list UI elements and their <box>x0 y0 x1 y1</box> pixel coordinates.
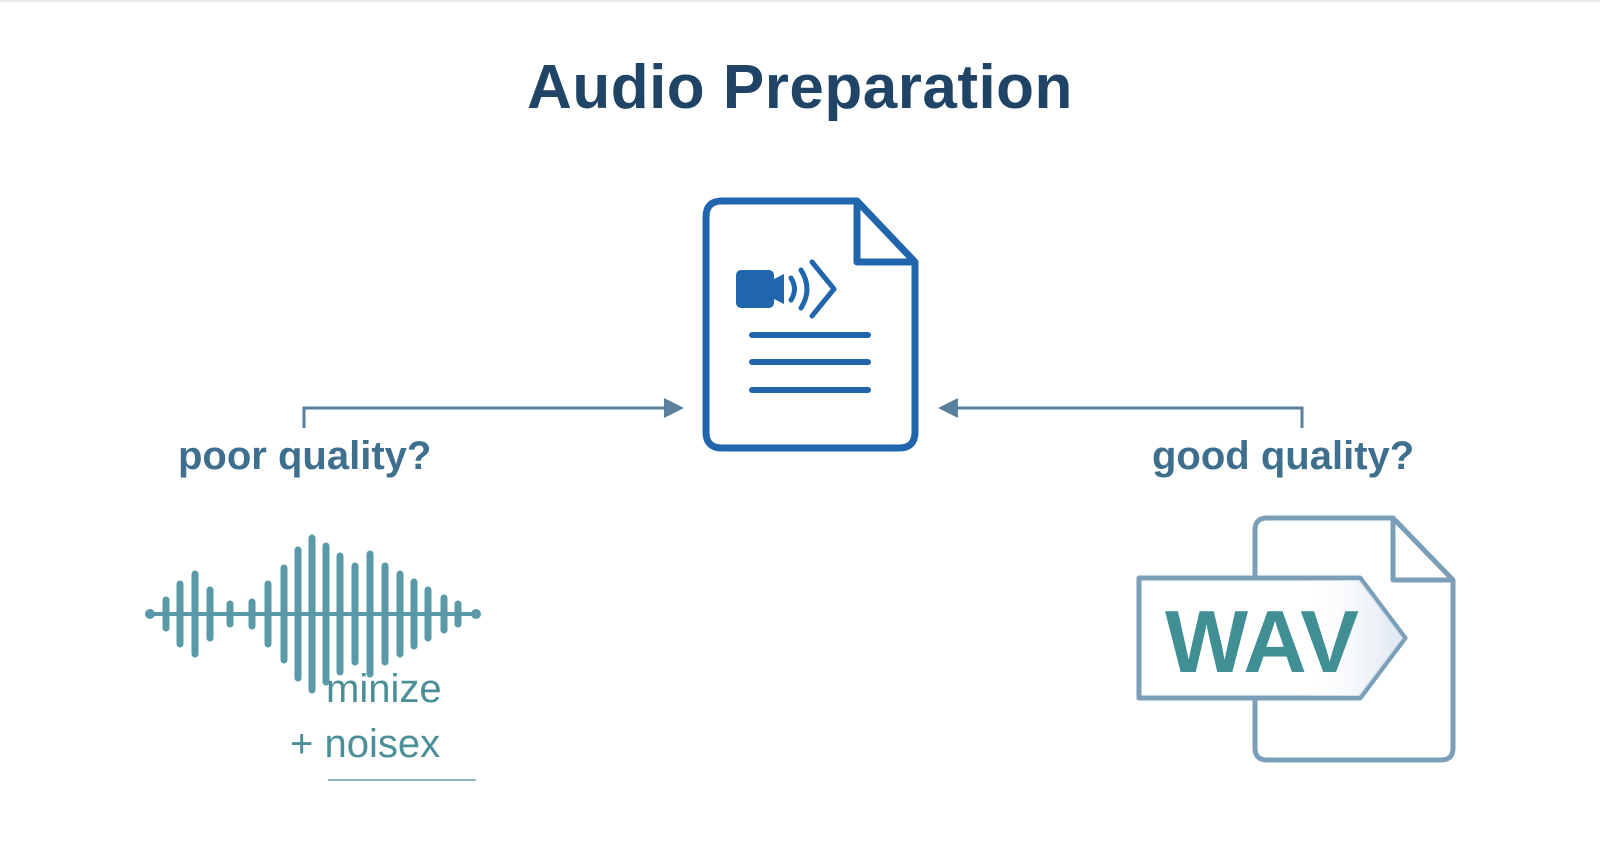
note-underline <box>328 779 476 781</box>
wav-file-icon: WAV <box>1136 515 1456 763</box>
poor-quality-label: poor quality? <box>178 434 432 478</box>
right-connector-arrow <box>938 398 1304 428</box>
speaker-icon <box>736 259 837 319</box>
page-title: Audio Preparation <box>527 53 1073 122</box>
left-connector-arrow <box>302 398 684 428</box>
waveform-icon <box>145 534 481 694</box>
good-quality-label: good quality? <box>1152 434 1415 478</box>
noise-note: + noisex <box>290 722 441 766</box>
wav-label: WAV <box>1165 592 1359 691</box>
audio-document-icon <box>702 197 919 452</box>
top-divider <box>0 0 1600 2</box>
minimize-note: minize <box>326 667 442 711</box>
text-lines-icon <box>749 332 871 393</box>
